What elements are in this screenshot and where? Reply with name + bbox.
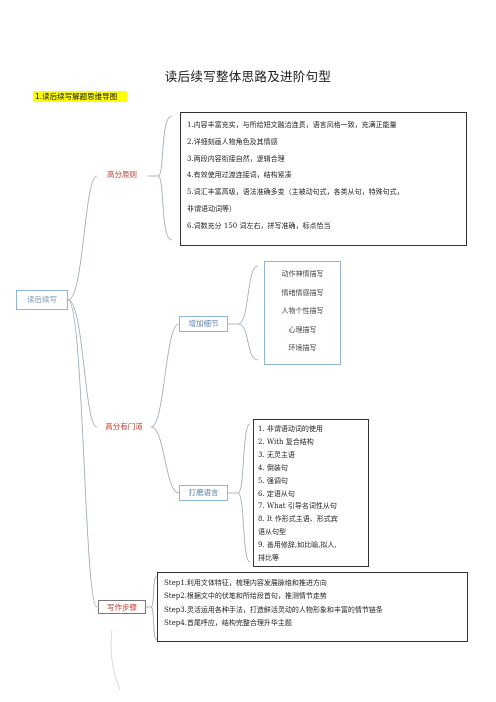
principle-item: 4.有效使用过渡连接词，结构紧凑	[187, 171, 292, 180]
principle-item: 3.两段内容衔接自然，逻辑合理	[187, 154, 285, 163]
section-heading: 1.读后续写解题思维导图	[33, 91, 128, 102]
principle-item: 2.详细刻画人物角色及其情感	[187, 137, 278, 146]
language-item: 1. 非谓语动词的使用	[258, 425, 323, 433]
detail-item: 心理描写	[288, 325, 317, 334]
language-item: 8. It 作形式主语、形式宾	[258, 515, 338, 524]
principles-box: 1.内容丰富充实，与所给短文融洽连贯，语言风格一致，充满正能量 2.详细刻画人物…	[180, 112, 467, 246]
details-box: 动作神情描写 情绪情感描写 人物个性描写 心理描写 环境描写	[264, 261, 341, 365]
mindmap-root: 读后续写	[16, 290, 68, 310]
language-item: 语从句型	[258, 528, 286, 537]
principle-item: 6.词数充分 150 词左右，拼写准确，标点恰当	[187, 221, 331, 230]
step-item: Step1.利用文体特征，梳理内容发展脉络和推进方向	[164, 579, 327, 587]
principle-item: 非谓语动词等）	[187, 204, 236, 213]
subcategory-add-details: 增加细节	[179, 316, 228, 332]
steps-box: Step1.利用文体特征，梳理内容发展脉络和推进方向 Step2.根据文中的伏笔…	[157, 572, 468, 642]
detail-item: 人物个性描写	[281, 307, 324, 316]
language-item: 排比等	[258, 554, 279, 563]
language-item: 3. 无灵主语	[258, 450, 295, 459]
detail-item: 情绪情感描写	[281, 288, 324, 297]
step-item: Step2.根据文中的伏笔和所给段首句，推测情节走势	[164, 592, 327, 601]
category-writing-steps: 写作步骤	[98, 600, 146, 614]
language-item: 9. 善用修辞,如比喻,拟人,	[258, 541, 337, 550]
detail-item: 环境描写	[288, 344, 317, 353]
category-high-score-principles: 高分原则	[107, 170, 137, 179]
page-title: 读后续写整体思路及进阶句型	[164, 69, 332, 84]
step-item: Step4.首尾呼应，结构完整合理升华主题	[164, 619, 292, 628]
subcategory-polish-language: 打磨语言	[179, 485, 228, 501]
principle-item: 5.词汇丰富高级，语法准确多变（主被动句式，各类从句，特殊句式，	[187, 188, 404, 197]
language-item: 7. What 引导名词性从句	[258, 502, 337, 511]
principle-item: 1.内容丰富充实，与所给短文融洽连贯，语言风格一致，充满正能量	[187, 121, 397, 129]
language-item: 5. 强调句	[258, 476, 288, 485]
detail-item: 动作神情描写	[281, 270, 324, 278]
category-high-score-methods: 高分有门道	[105, 422, 143, 431]
language-item: 2. With 复合结构	[258, 437, 314, 446]
language-box: 1. 非谓语动词的使用 2. With 复合结构 3. 无灵主语 4. 倒装句 …	[253, 419, 369, 567]
step-item: Step3.灵活运用各种手法，打造鲜活灵动的人物形象和丰富的情节链条	[164, 605, 383, 614]
language-item: 4. 倒装句	[258, 463, 288, 472]
language-item: 6. 定语从句	[258, 489, 295, 498]
